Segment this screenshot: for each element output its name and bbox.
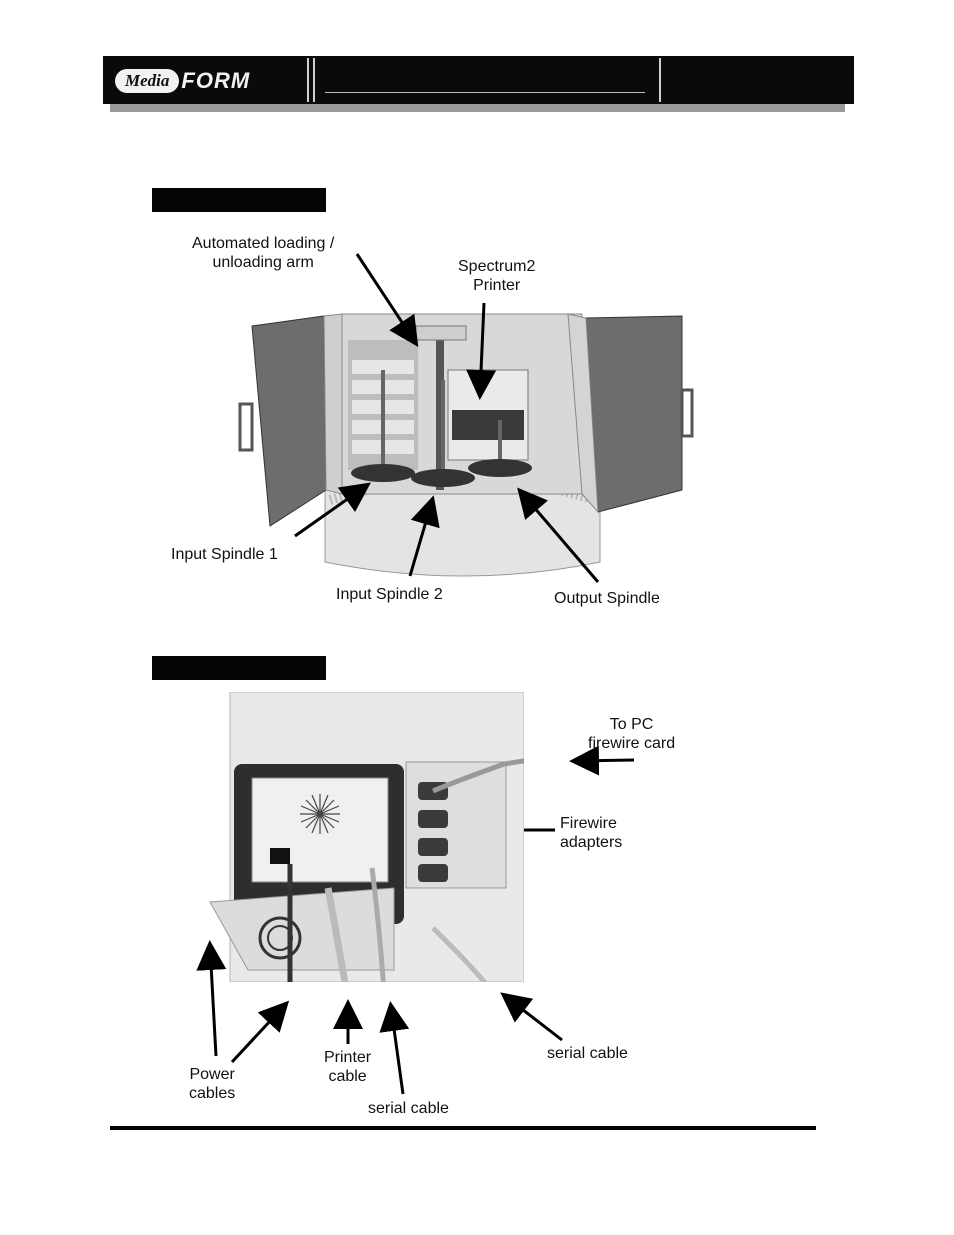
label-input-spindle-2: Input Spindle 2	[336, 586, 443, 603]
logo-form: FORM	[181, 68, 251, 93]
page-header: Media FORM	[103, 56, 854, 104]
label-power-cables: Power cables	[189, 1066, 236, 1102]
footer-rule	[110, 1126, 816, 1130]
label-to-pc-firewire-card: To PC firewire card	[588, 716, 676, 752]
header-divider	[307, 58, 309, 102]
label-input-spindle-1: Input Spindle 1	[171, 546, 278, 563]
mediaform-logo: Media FORM	[115, 66, 250, 96]
logo-media: Media	[115, 69, 180, 93]
header-divider	[659, 58, 661, 102]
label-serial-cable-right: serial cable	[547, 1045, 628, 1062]
front-view-photo	[230, 300, 700, 580]
header-title-line	[325, 92, 645, 93]
section-heading-front	[152, 188, 326, 212]
label-printer-cable: Printer cable	[324, 1049, 372, 1085]
label-firewire-adapters: Firewire adapters	[560, 815, 623, 851]
label-output-spindle: Output Spindle	[554, 590, 660, 607]
header-divider	[313, 58, 315, 102]
section-heading-back	[152, 656, 326, 680]
label-serial-cable-left: serial cable	[368, 1100, 449, 1117]
label-spectrum2-printer: Spectrum2 Printer	[458, 258, 536, 294]
label-loading-arm: Automated loading / unloading arm	[192, 235, 335, 271]
back-view-photo	[208, 692, 524, 982]
